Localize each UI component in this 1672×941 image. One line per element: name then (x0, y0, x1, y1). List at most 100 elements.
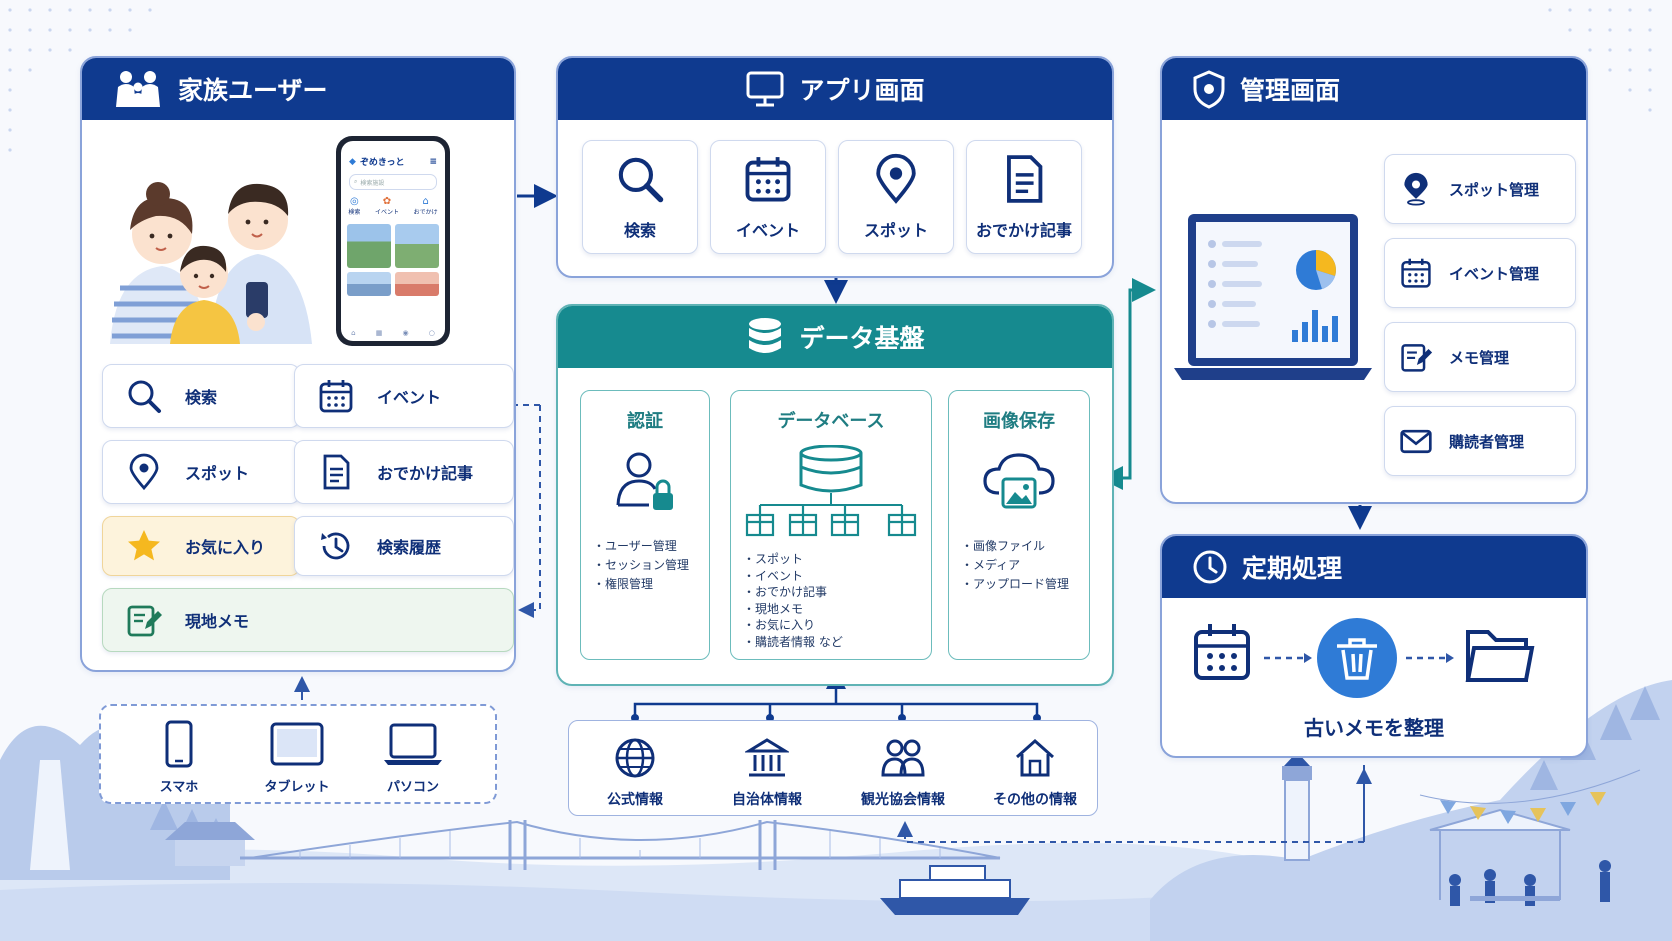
phone-photo-card[interactable] (347, 272, 391, 296)
phone-search-bar[interactable]: ⌕ 検索施設 (349, 174, 437, 190)
map-pin-icon (876, 153, 916, 204)
family-user-title: 家族ユーザー (178, 76, 328, 105)
app-logo-icon: ◆ (349, 156, 356, 167)
admin-header: 管理画面 (1162, 58, 1586, 120)
home-icon[interactable]: ⌂ (351, 329, 356, 337)
phone-bottom-nav: ⌂ ▦ ◉ ○ (341, 329, 445, 337)
database-box: データベース スポット イベント おでかけ記事 現地メモ お気に入り 購読者情報… (730, 390, 932, 660)
memo-icon (1401, 344, 1433, 372)
admin-memo-management[interactable]: メモ管理 (1384, 322, 1576, 392)
scheduled-task-header: 定期処理 (1162, 536, 1586, 598)
document-icon (323, 454, 350, 490)
grid-icon[interactable]: ▦ (375, 329, 383, 337)
auth-list: ユーザー管理 セッション管理 権限管理 (593, 537, 689, 594)
admin-event-management[interactable]: イベント管理 (1384, 238, 1576, 308)
search-icon: ⌕ (354, 178, 358, 185)
folder-icon (1465, 630, 1535, 682)
data-platform-panel: データ基盤 認証 ユーザー管理 セッション管理 権限管理 データベース (556, 304, 1114, 686)
data-platform-header: データ基盤 (558, 306, 1112, 368)
phone-cat-event[interactable]: ✿イベント (374, 196, 399, 216)
map-pin-icon (1404, 172, 1428, 206)
app-item-article[interactable]: おでかけ記事 (966, 140, 1082, 254)
calendar-icon (1401, 258, 1431, 288)
feature-search-history[interactable]: 検索履歴 (294, 516, 514, 576)
data-platform-title: データ基盤 (799, 324, 925, 353)
scheduled-caption: 古いメモを整理 (1304, 716, 1444, 740)
smartphone-icon (165, 720, 193, 768)
shield-icon (1193, 70, 1225, 109)
scheduled-task-title: 定期処理 (1242, 554, 1343, 583)
laptop-icon (384, 723, 442, 765)
family-user-panel: 家族ユーザー ◆ ぞめきっと ≡ ⌕ (80, 56, 516, 672)
calendar-icon (745, 157, 791, 202)
app-screen-title: アプリ画面 (799, 76, 925, 105)
app-screen-header: アプリ画面 (558, 58, 1112, 120)
phone-search-placeholder: 検索施設 (360, 179, 385, 187)
star-icon (128, 530, 160, 561)
phone-mockup: ◆ ぞめきっと ≡ ⌕ 検索施設 ◎検索 ✿イベント ⌂おでかけ ⌂ ▦ ◉ ○ (336, 136, 450, 346)
scheduled-flow (1194, 618, 1535, 698)
data-sources-box: 公式情報 自治体情報 観光協会情報 その他の情報 (568, 720, 1098, 816)
phone-cat-outing[interactable]: ⌂おでかけ (413, 196, 438, 216)
devices-box: スマホ タブレット パソコン (99, 704, 497, 804)
database-tables-icon (745, 445, 917, 537)
dot-pattern-top-right (1548, 8, 1652, 112)
search-icon (618, 157, 664, 203)
feature-field-memo[interactable]: 現地メモ (102, 588, 514, 652)
history-icon (321, 532, 350, 560)
admin-spot-management[interactable]: スポット管理 (1384, 154, 1576, 224)
feature-search[interactable]: 検索 (102, 364, 300, 428)
scheduled-task-panel: 定期処理 古いメモを整理 (1160, 534, 1588, 758)
feature-event[interactable]: イベント (294, 364, 514, 428)
admin-title: 管理画面 (1240, 76, 1341, 105)
cloud-image-icon (983, 453, 1055, 509)
trash-icon (1317, 618, 1397, 698)
app-item-search[interactable]: 検索 (582, 140, 698, 254)
app-screen-panel: アプリ画面 検索 イベント スポット おでかけ記事 (556, 56, 1114, 278)
map-pin-icon (129, 453, 159, 491)
feature-favorites[interactable]: お気に入り (102, 516, 300, 576)
tablet-icon (270, 722, 324, 766)
phone-app-name: ぞめきっと (359, 158, 405, 168)
dot-pattern-top-left (8, 8, 152, 152)
image-storage-title: 画像保存 (983, 411, 1055, 432)
monitor-icon (746, 71, 784, 107)
source-municipal: 自治体情報 (707, 737, 827, 809)
family-user-header: 家族ユーザー (82, 58, 514, 120)
source-other: その他の情報 (975, 737, 1095, 809)
feature-spot[interactable]: スポット (102, 440, 300, 504)
phone-photo-card[interactable] (395, 224, 439, 268)
image-storage-box: 画像保存 画像ファイル メディア アップロード管理 (948, 390, 1090, 660)
memo-icon (127, 605, 162, 637)
feature-article[interactable]: おでかけ記事 (294, 440, 514, 504)
document-icon (1007, 155, 1043, 203)
source-official: 公式情報 (575, 737, 695, 809)
device-smartphone: スマホ (139, 720, 219, 795)
pin-icon[interactable]: ◉ (402, 329, 409, 337)
database-list: スポット イベント おでかけ記事 現地メモ お気に入り 購読者情報 など (743, 551, 843, 650)
database-icon (749, 318, 782, 353)
calendar-icon (1194, 624, 1250, 680)
family-illustration (110, 182, 312, 344)
building-icon (745, 738, 789, 777)
user-icon[interactable]: ○ (428, 329, 435, 337)
phone-photo-card[interactable] (347, 224, 391, 268)
app-item-spot[interactable]: スポット (838, 140, 954, 254)
family-icon (116, 71, 160, 107)
auth-title: 認証 (627, 411, 663, 432)
admin-laptop-illustration (1174, 214, 1372, 380)
search-icon: ◎ (349, 196, 359, 207)
admin-panel: 管理画面 スポット管理 イベント管理 メモ管理 購読者管理 (1160, 56, 1588, 504)
hamburger-icon[interactable]: ≡ (429, 156, 437, 167)
phone-photo-card[interactable] (395, 272, 439, 296)
calendar-icon (319, 380, 353, 413)
app-item-event[interactable]: イベント (710, 140, 826, 254)
search-icon (128, 380, 161, 413)
phone-cat-search[interactable]: ◎検索 (348, 196, 361, 216)
database-title: データベース (777, 411, 885, 432)
admin-subscriber-management[interactable]: 購読者管理 (1384, 406, 1576, 476)
user-lock-icon (616, 452, 673, 510)
auth-box: 認証 ユーザー管理 セッション管理 権限管理 (580, 390, 710, 660)
globe-icon (615, 738, 655, 778)
